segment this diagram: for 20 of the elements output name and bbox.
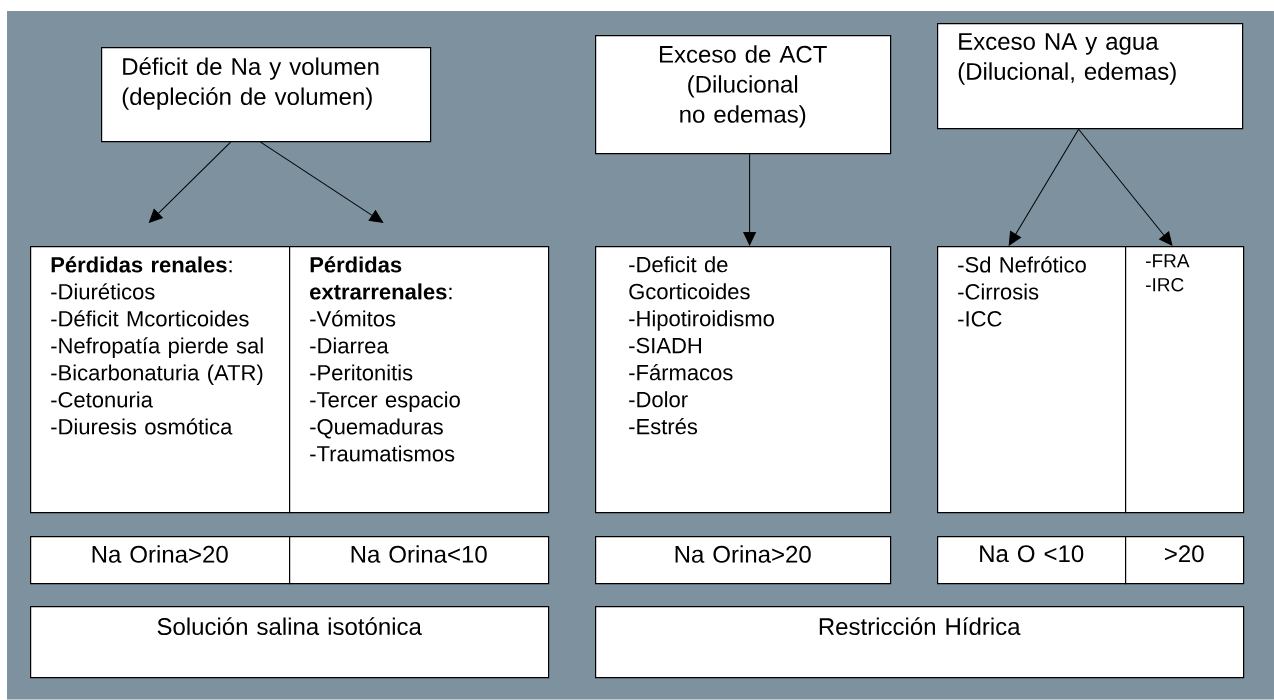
- treatment-box: Solución salina isotónica: [30, 606, 550, 679]
- arrow: [148, 141, 232, 223]
- heading-box: Exceso NA y agua (Dilucional, edemas): [937, 23, 1244, 130]
- arrow: [1008, 128, 1080, 246]
- heading-box: Déficit de Na y volumen (depleción de volumen): [101, 47, 432, 143]
- list-box: Pérdidas extrarrenales: -Vómitos -Diarrea -Peritonitis -Tercer espacio -Quemaduras -Traumatismos: [289, 246, 550, 514]
- list-box: -FRA -IRC: [1125, 246, 1245, 514]
- value-box: Na Orina>20: [595, 536, 892, 585]
- arrow: [743, 153, 756, 246]
- arrow: [260, 141, 384, 223]
- value-box: Na O <10: [937, 536, 1127, 585]
- treatment-box: Restricción Hídrica: [595, 606, 1245, 679]
- list-box: -Deficit de Gcorticoides -Hipotiroidismo -SIADH -Fármacos -Dolor -Estrés: [595, 246, 892, 514]
- value-box: Na Orina<10: [289, 536, 550, 585]
- list-box: Pérdidas renales: -Diuréticos -Déficit Mcorticoides -Nefropatía pierde sal -Bicarbonaturia (ATR) -Cetonuria -Diuresis osmótica: [30, 246, 291, 514]
- list-box: -Sd Nefrótico -Cirrosis -ICC: [937, 246, 1127, 514]
- value-box: >20: [1125, 536, 1245, 585]
- heading-box: Exceso de ACT (Dilucional no edemas): [595, 35, 892, 155]
- arrow: [1078, 128, 1173, 246]
- value-box: Na Orina>20: [30, 536, 291, 585]
